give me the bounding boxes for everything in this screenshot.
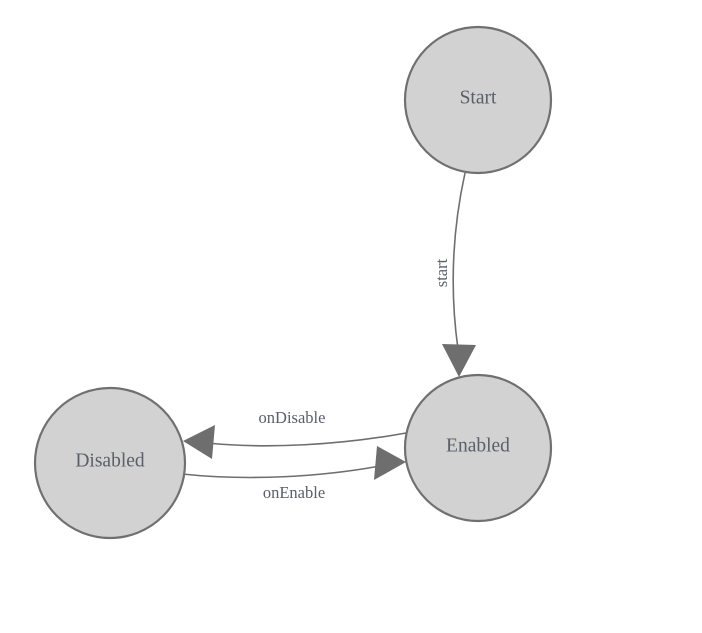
edge-disabled-to-enabled[interactable]: onEnable bbox=[181, 446, 406, 502]
node-label-enabled: Enabled bbox=[446, 435, 510, 456]
node-circle-disabled bbox=[33, 386, 187, 540]
node-start[interactable]: Start bbox=[403, 25, 553, 175]
arrowhead-into-enabled-from-disabled bbox=[374, 446, 406, 480]
node-disabled[interactable]: Disabled bbox=[33, 386, 187, 540]
edge-label-onenable: onEnable bbox=[263, 483, 325, 502]
node-label-disabled: Disabled bbox=[75, 450, 145, 471]
edge-start-to-enabled[interactable]: start bbox=[432, 172, 476, 377]
arrowhead-into-disabled bbox=[183, 425, 215, 459]
edge-line-start-to-enabled bbox=[452, 172, 466, 350]
node-circle-start bbox=[403, 25, 553, 175]
node-enabled[interactable]: Enabled bbox=[403, 373, 553, 523]
edge-label-start: start bbox=[432, 258, 451, 287]
arrowhead-into-enabled-from-start bbox=[442, 344, 476, 377]
edge-label-ondisable: onDisable bbox=[259, 408, 326, 427]
edge-line-enabled-to-disabled bbox=[206, 432, 407, 447]
node-circle-enabled bbox=[403, 373, 553, 523]
edge-enabled-to-disabled[interactable]: onDisable bbox=[183, 408, 407, 459]
edge-line-disabled-to-enabled bbox=[181, 465, 381, 479]
node-label-start: Start bbox=[460, 87, 497, 108]
